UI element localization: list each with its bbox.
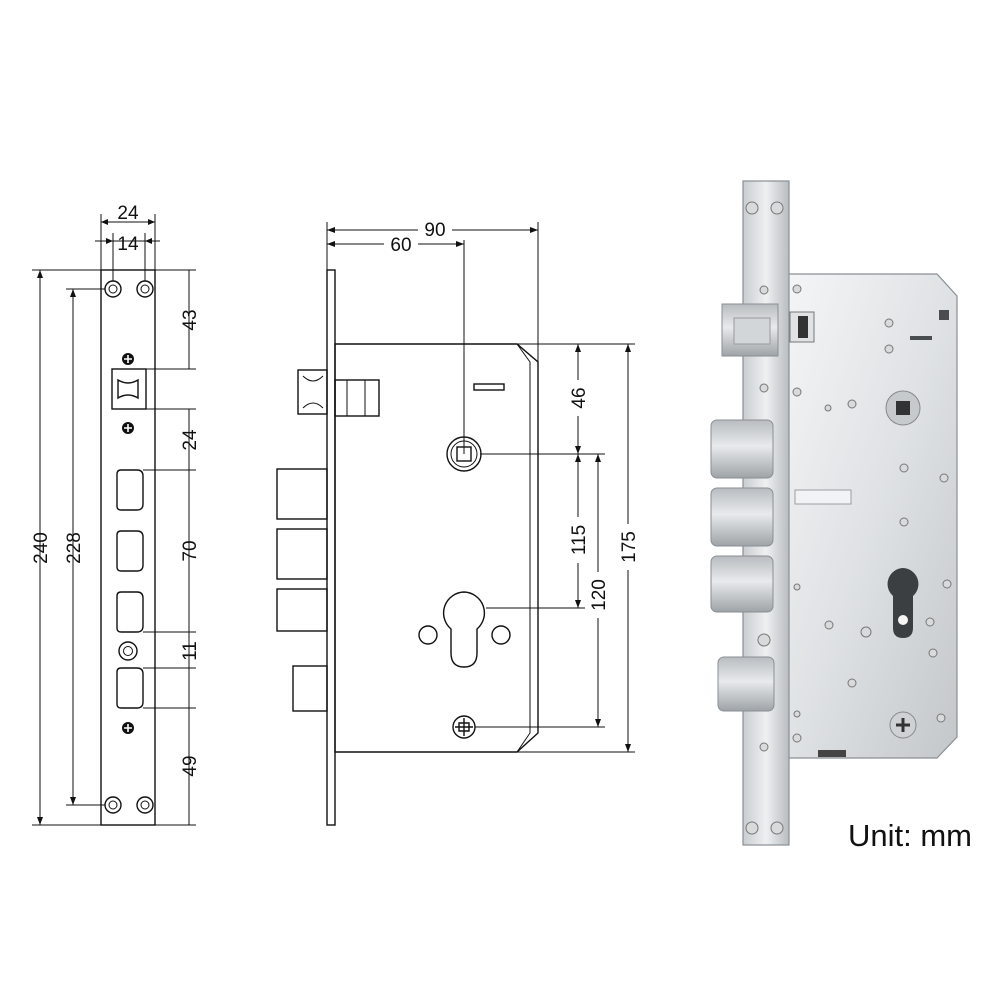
svg-text:90: 90 (424, 220, 445, 241)
svg-text:228: 228 (64, 532, 85, 564)
faceplate-edge (326, 269, 336, 826)
bolt-opening-2 (116, 530, 144, 572)
svg-text:240: 240 (31, 532, 52, 564)
dimension-backset: 60 (327, 234, 465, 454)
dimension-screw-spacing-width: 14 (95, 233, 160, 281)
svg-text:60: 60 (390, 235, 411, 256)
screw-hole-top-left (104, 280, 122, 298)
small-hole-left (418, 625, 438, 645)
dimension-screw-spacing-length: 228 (64, 288, 105, 806)
bolt-opening-3 (116, 591, 144, 633)
deadbolt-3 (710, 555, 774, 613)
cross-screw-icon (452, 715, 476, 739)
dimension-chain-right (143, 269, 196, 826)
deadbolt-3 (276, 588, 328, 632)
dimension-bottom-bolt-to-screw: 49 (180, 755, 201, 776)
dimension-bolt-span: 70 (180, 540, 201, 561)
slot-plate (794, 489, 852, 505)
bolt-opening-1 (116, 469, 144, 511)
screw-hole-bottom-left (104, 796, 122, 814)
dimension-latch-to-bolt: 24 (180, 429, 201, 451)
deadbolt-2 (710, 487, 774, 547)
latch-opening (111, 368, 147, 410)
svg-text:14: 14 (117, 234, 139, 255)
dimension-chain-case (475, 343, 635, 753)
cross-screw-icon (122, 353, 134, 365)
screw-hole-top-right (136, 280, 154, 298)
round-hole (118, 641, 138, 661)
dimension-case-depth: 90 (326, 218, 539, 362)
latch-bolt (297, 369, 380, 417)
cross-screw-icon (122, 722, 134, 734)
dimension-spindle-to-cylinder: 115 (569, 525, 590, 555)
dimension-spindle-to-screw: 120 (589, 579, 610, 611)
dimension-faceplate-width: 24 (100, 203, 156, 270)
unit-label: Unit: mm (848, 818, 972, 853)
dimension-top-to-latch: 43 (180, 309, 201, 330)
lock-case (787, 273, 958, 759)
dimension-total-length: 240 (31, 269, 101, 826)
cylinder-hole (887, 568, 919, 638)
cross-screw-icon (122, 422, 134, 434)
deadbolt-4 (717, 656, 775, 712)
latch-bolt (721, 303, 815, 357)
slot (473, 383, 505, 391)
cross-screw-icon (889, 711, 917, 739)
small-hole-right (491, 625, 511, 645)
dimension-case-height: 175 (619, 531, 640, 563)
bolt-opening-4 (116, 667, 144, 709)
deadbolt-1 (276, 468, 328, 520)
deadbolt-1 (710, 419, 774, 479)
screw-hole-bottom-right (136, 796, 154, 814)
dimension-bolt-gap: 11 (180, 641, 201, 661)
lock-body-side-view: 90 60 46 115 120 1 (276, 218, 640, 826)
faceplate-outline (100, 269, 156, 826)
deadbolt-4 (292, 665, 328, 712)
spindle-hub (885, 390, 921, 426)
deadbolt-2 (276, 528, 328, 580)
cylinder-hole (442, 591, 486, 668)
faceplate-front-view: 24 14 240 228 (31, 203, 201, 826)
lock-product-image (710, 180, 958, 846)
dimension-top-to-spindle: 46 (569, 387, 590, 408)
svg-text:24: 24 (117, 203, 139, 224)
